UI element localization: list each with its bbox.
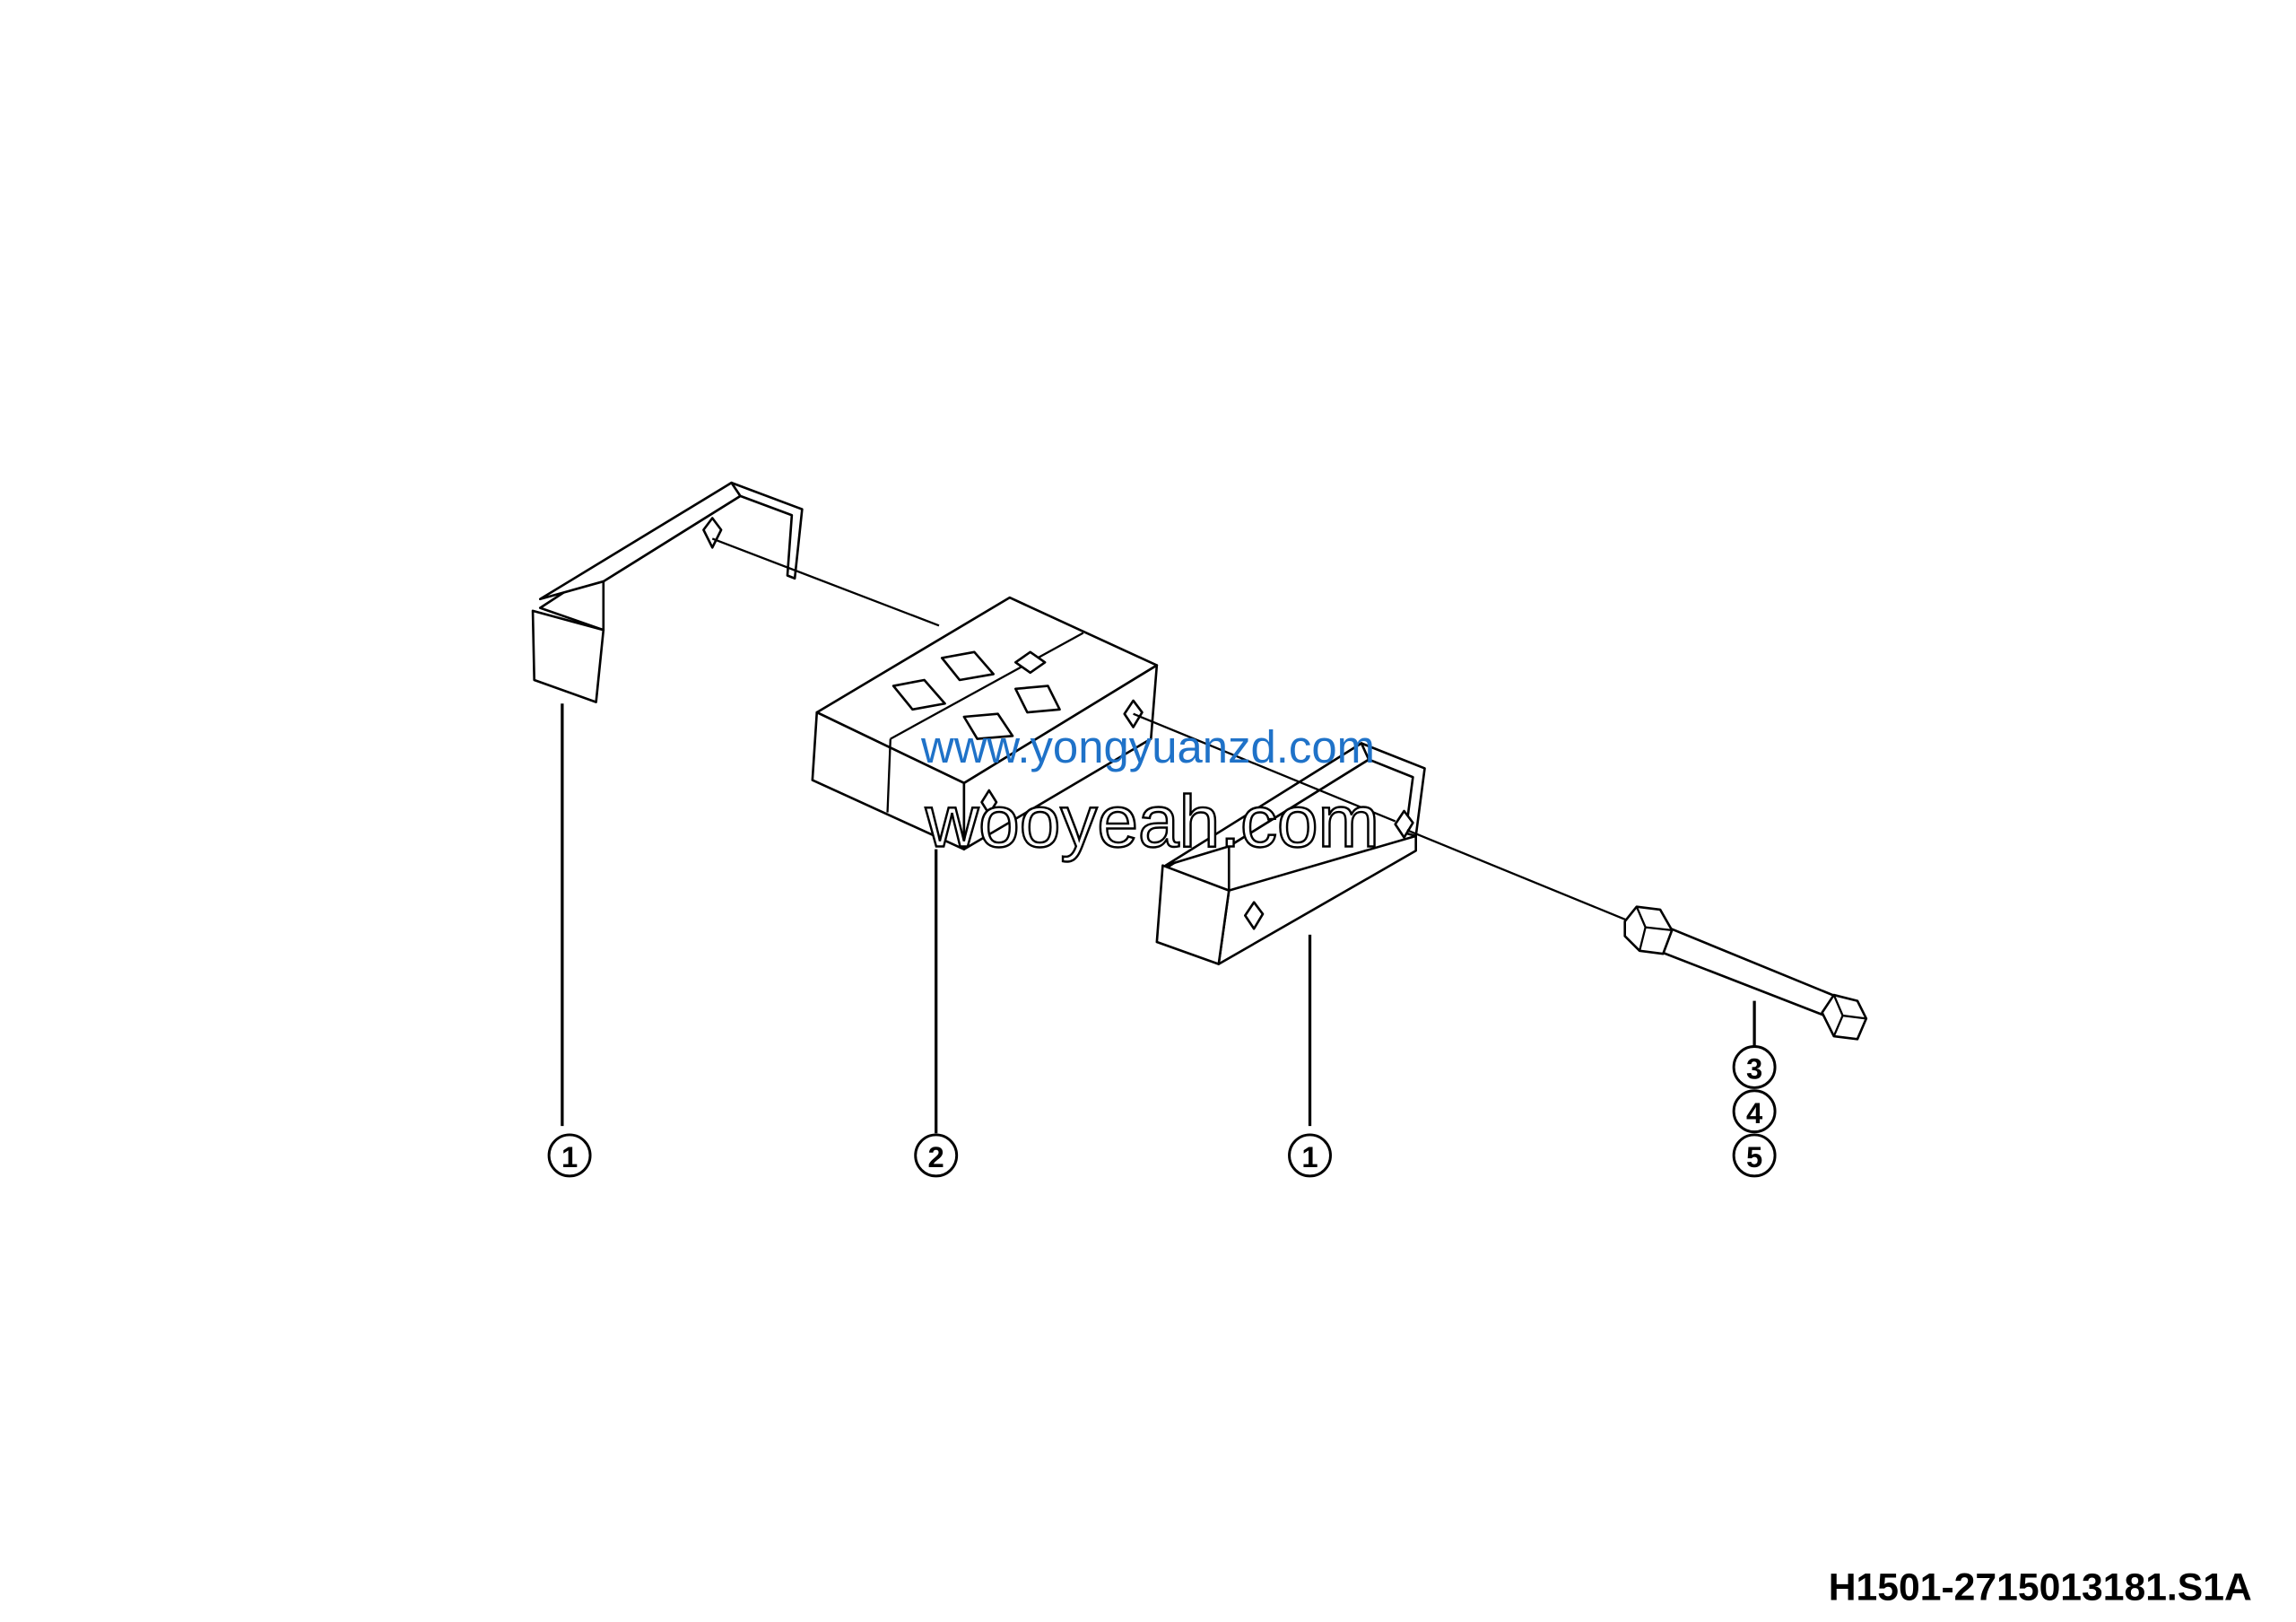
callout-2[interactable]: 2 — [914, 1133, 959, 1178]
bracket-left — [531, 481, 804, 703]
callout-1-left[interactable]: 1 — [547, 1133, 592, 1178]
bolt-with-nut — [1623, 905, 1868, 1041]
part-number: H1501-2715013181.S1A — [1829, 1565, 2252, 1609]
svg-text:1: 1 — [1301, 1140, 1318, 1173]
block — [811, 596, 1159, 850]
svg-text:2: 2 — [928, 1140, 944, 1173]
leader-lines — [561, 703, 1756, 1134]
svg-text:5: 5 — [1746, 1140, 1762, 1173]
watermark-outline: wooyeah.com — [925, 780, 1379, 862]
callout-3[interactable]: 3 — [1732, 1045, 1777, 1089]
callout-5[interactable]: 5 — [1732, 1133, 1777, 1178]
watermark-blue: www.yongyuanzd.com — [920, 721, 1375, 772]
svg-text:4: 4 — [1746, 1096, 1763, 1129]
bracket-right — [1155, 742, 1426, 965]
callout-4[interactable]: 4 — [1732, 1089, 1777, 1134]
svg-text:3: 3 — [1746, 1052, 1762, 1086]
assembly-line — [711, 537, 1627, 921]
callout-1-right[interactable]: 1 — [1288, 1133, 1332, 1178]
svg-text:1: 1 — [561, 1140, 578, 1173]
